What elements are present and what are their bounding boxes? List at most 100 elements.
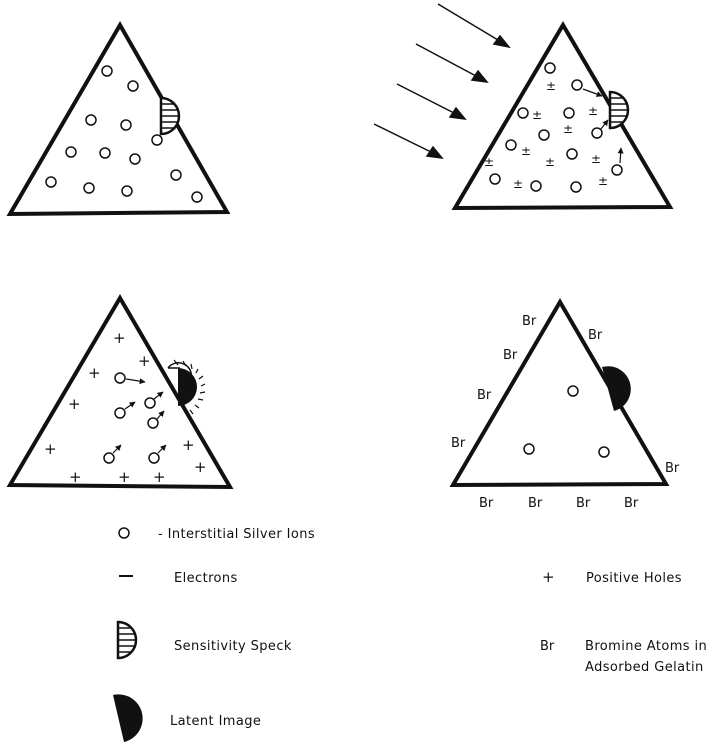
- charge-pair: ±: [591, 152, 601, 166]
- silver-ion: [567, 149, 577, 159]
- light-ray-arrowhead: [472, 71, 487, 82]
- silver-ion: [531, 181, 541, 191]
- charge-pair: ±: [545, 155, 555, 169]
- light-ray-arrowhead: [427, 147, 442, 158]
- bromine-atom: Br: [528, 496, 543, 511]
- silver-ion: [592, 128, 602, 138]
- legend-item-positive-holes: + Positive Holes: [542, 568, 682, 586]
- latent-image-speck: [602, 366, 631, 411]
- silver-ion: [518, 108, 528, 118]
- legend-label-sensitivity-speck: Sensitivity Speck: [174, 639, 292, 654]
- sensitivity-speck: [609, 92, 631, 128]
- silver-ion: [122, 186, 132, 196]
- charge-pair: ±: [484, 155, 494, 169]
- latent-image-symbol: [113, 694, 143, 742]
- interstitial-silver-ions: [46, 66, 202, 202]
- charge-pair: ±: [598, 174, 608, 188]
- silver-ion: [100, 148, 110, 158]
- positive-hole: +: [69, 468, 82, 486]
- migrating-silver-ions: [104, 373, 159, 463]
- silver-ion: [490, 174, 500, 184]
- bromine-atom: Br: [576, 496, 591, 511]
- silver-ion: [524, 444, 534, 454]
- positive-hole: +: [138, 352, 151, 370]
- bromine-atom: Br: [665, 461, 680, 476]
- positive-hole: +: [153, 468, 166, 486]
- crystal-triangle: [455, 25, 670, 208]
- silver-ion: [84, 183, 94, 193]
- positive-hole: +: [113, 329, 126, 347]
- silver-ion: [149, 453, 159, 463]
- light-rays: [374, 4, 509, 158]
- charge-pair: ±: [521, 144, 531, 158]
- silver-ion: [152, 135, 162, 145]
- silver-ion: [564, 108, 574, 118]
- bromine-atom: Br: [588, 328, 603, 343]
- silver-ion: [545, 63, 555, 73]
- silver-ion: [102, 66, 112, 76]
- silver-ion: [506, 140, 516, 150]
- legend-label-bromine-atoms-line2: Adsorbed Gelatin: [585, 660, 704, 675]
- bromine-atom: Br: [503, 348, 518, 363]
- silver-ion: [599, 447, 609, 457]
- bromine-atom: Br: [477, 388, 492, 403]
- legend-item-sensitivity-speck: Sensitivity Speck: [117, 622, 292, 658]
- bromine-atoms: Br Br Br Br Br Br Br Br Br Br: [451, 314, 680, 511]
- panel-latent-image-bromine: Br Br Br Br Br Br Br Br Br Br: [451, 302, 680, 511]
- crystal-triangle: [10, 25, 227, 214]
- silver-ion: [130, 154, 140, 164]
- silver-ion: [128, 81, 138, 91]
- silver-ion: [539, 130, 549, 140]
- charge-pair: ±: [563, 122, 573, 136]
- charge-pair: ±: [513, 177, 523, 191]
- silver-ion: [115, 408, 125, 418]
- silver-ion-symbol: [119, 528, 129, 538]
- positive-hole: +: [194, 458, 207, 476]
- bromine-atom: Br: [479, 496, 494, 511]
- silver-ion: [171, 170, 181, 180]
- light-ray-arrowhead: [494, 36, 509, 47]
- silver-ion: [121, 120, 131, 130]
- bromine-atom: Br: [522, 314, 537, 329]
- positive-hole: +: [68, 395, 81, 413]
- silver-ion: [115, 373, 125, 383]
- silver-ion: [568, 386, 578, 396]
- legend-label-electrons: Electrons: [174, 571, 238, 586]
- light-ray-arrowhead: [450, 108, 465, 119]
- silver-ion: [145, 398, 155, 408]
- light-ray: [416, 44, 476, 76]
- silver-ion: [66, 147, 76, 157]
- remaining-silver-ions: [524, 386, 609, 457]
- panel-crystal-before-exposure: [10, 25, 227, 214]
- legend-item-latent-image: Latent Image: [113, 694, 261, 742]
- bromine-symbol: Br: [540, 639, 555, 654]
- legend-item-interstitial-silver-ions: - Interstitial Silver Ions: [119, 527, 315, 542]
- charge-pair: ±: [532, 108, 542, 122]
- bromine-atom: Br: [451, 436, 466, 451]
- silver-ion: [572, 80, 582, 90]
- silver-ion: [192, 192, 202, 202]
- charge-pairs: ± ± ± ± ± ± ± ± ± ±: [484, 79, 608, 191]
- ion-migration-arrows: [113, 379, 166, 453]
- positive-hole-symbol: +: [542, 568, 555, 586]
- silver-ion: [571, 182, 581, 192]
- legend-label-interstitial-silver-ions: - Interstitial Silver Ions: [158, 527, 315, 542]
- silver-ion: [148, 418, 158, 428]
- panel-crystal-exposure: ± ± ± ± ± ± ± ± ± ±: [374, 4, 670, 208]
- silver-ion: [612, 165, 622, 175]
- silver-ion: [104, 453, 114, 463]
- silver-ion: [46, 177, 56, 187]
- panel-latent-image-growth: + + + + + + + + + +: [10, 298, 230, 487]
- charge-pair: ±: [546, 79, 556, 93]
- legend: - Interstitial Silver Ions Electrons Sen…: [113, 527, 707, 742]
- light-ray: [438, 4, 498, 40]
- legend-label-bromine-atoms-line1: Bromine Atoms in: [585, 639, 707, 654]
- legend-item-bromine-atoms: Br Bromine Atoms in Adsorbed Gelatin: [540, 639, 707, 675]
- positive-hole: +: [44, 440, 57, 458]
- positive-hole: +: [182, 436, 195, 454]
- silver-ion: [86, 115, 96, 125]
- legend-label-positive-holes: Positive Holes: [586, 571, 682, 586]
- positive-hole: +: [88, 364, 101, 382]
- charge-pair: ±: [588, 104, 598, 118]
